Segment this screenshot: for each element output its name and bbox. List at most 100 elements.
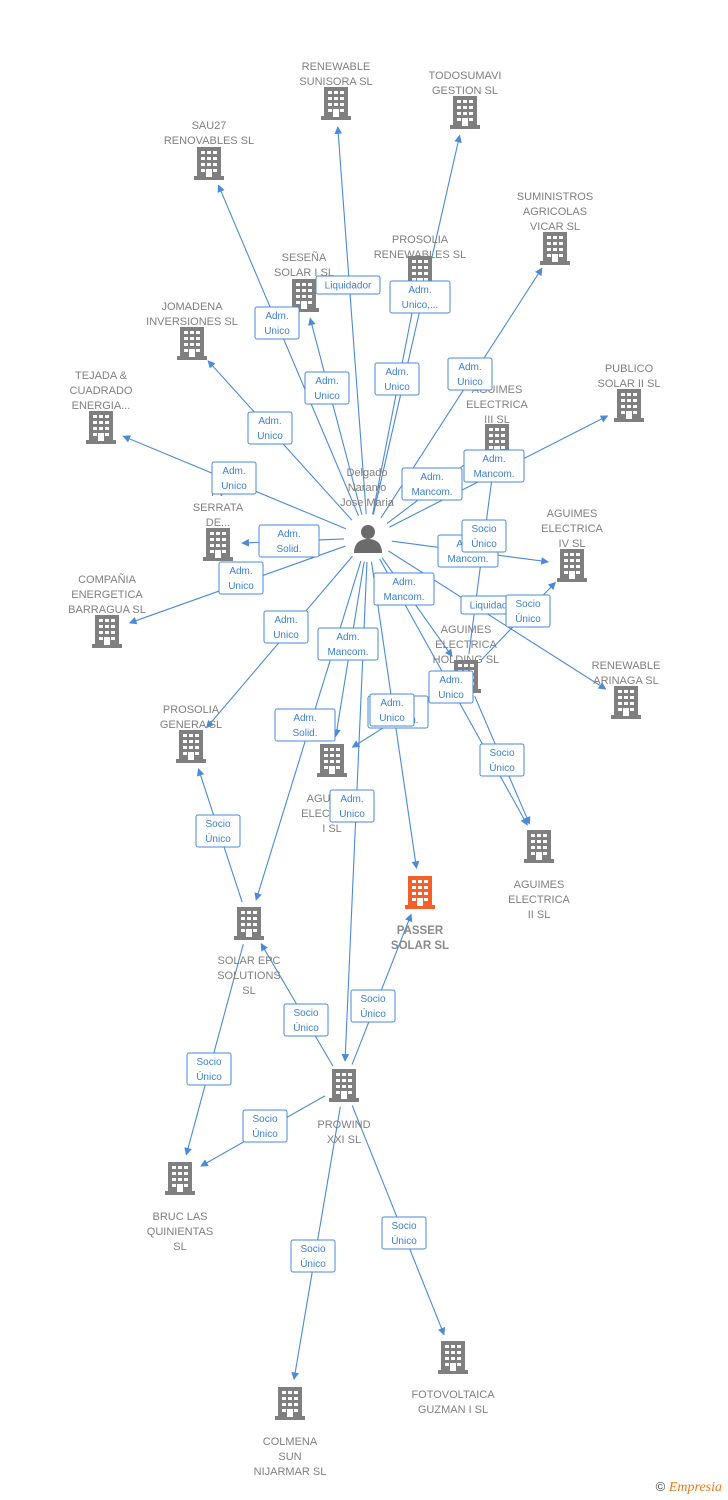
relation-label[interactable]: Adm.Unico	[211, 461, 257, 495]
relation-label-text: Único	[252, 1127, 278, 1140]
company-label: VICAR SL	[530, 221, 580, 233]
relation-label[interactable]: Adm.Unico	[374, 362, 420, 396]
relation-label-box	[329, 789, 375, 823]
company-label: GENERA SL	[160, 719, 222, 731]
relation-label[interactable]: Adm.Unico	[428, 670, 474, 704]
company-label: BRUC LAS	[152, 1211, 207, 1223]
relation-label-text: Único	[300, 1257, 326, 1270]
relation-label[interactable]: Adm.Mancom.	[463, 449, 525, 483]
building-icon	[329, 1069, 359, 1102]
relation-label[interactable]: Adm.Unico	[254, 306, 300, 340]
relation-label-box	[317, 627, 379, 661]
relation-label-text: Unico	[257, 431, 283, 442]
relation-label[interactable]: Adm.Mancom.	[401, 467, 463, 501]
relation-label-text: Adm.	[229, 566, 252, 577]
relation-label-text: Unico	[379, 713, 405, 724]
relation-label-text: Unico	[273, 630, 299, 641]
relation-label-text: Socio	[252, 1114, 277, 1125]
relation-label-box	[463, 449, 525, 483]
relation-label[interactable]: Adm.Solid.	[258, 524, 320, 558]
relation-label-box	[218, 561, 264, 595]
company-node-todosumavi[interactable]: TODOSUMAVI GESTION SL	[429, 70, 502, 129]
relation-label[interactable]: Adm.Unico	[263, 610, 309, 644]
relation-label[interactable]: Adm.Unico	[447, 357, 493, 391]
relation-label-text: Mancom.	[327, 647, 368, 658]
building-icon	[438, 1341, 468, 1374]
relation-label-text: Socio	[515, 599, 540, 610]
relation-label-box	[315, 275, 381, 295]
relation-label-box	[505, 594, 551, 628]
relation-label[interactable]: Adm.Unico,...	[389, 280, 451, 314]
company-label: QUINIENTAS	[147, 1226, 213, 1238]
relation-label[interactable]: Adm.Unico	[218, 561, 264, 595]
relation-label-text: Mancom.	[383, 592, 424, 603]
relation-label[interactable]: Adm. Mancom.	[373, 572, 435, 606]
relation-label-box	[381, 1216, 427, 1250]
relation-label-text: Único	[205, 832, 231, 845]
company-label: SOLAR II SL	[598, 378, 661, 390]
relation-label-text: Liquidador	[325, 281, 372, 292]
building-icon	[194, 147, 224, 180]
relation-label-text: Solid.	[276, 544, 301, 555]
relation-label-text: Socio	[293, 1008, 318, 1019]
company-node-fv-serrata[interactable]: FVSERRATADE...	[193, 487, 244, 561]
relation-label[interactable]: Adm.Unico	[247, 411, 293, 445]
relation-label-box	[461, 519, 507, 553]
company-label: PUBLICO	[605, 363, 654, 375]
empresia-logo[interactable]: Empresia	[668, 1480, 722, 1495]
relation-label-box	[369, 693, 415, 727]
company-label: II SL	[528, 909, 551, 921]
relation-label[interactable]: Adm.Unico	[329, 789, 375, 823]
person-name-line: Naranjo	[348, 482, 387, 494]
company-node-tejada[interactable]: TEJADA &CUADRADOENERGIA...	[70, 370, 133, 444]
company-label: GESTION SL	[432, 85, 498, 97]
building-icon	[92, 615, 122, 648]
relation-label[interactable]: Adm.Solid.	[274, 708, 336, 742]
relation-label-text: Unico	[314, 391, 340, 402]
company-node-publico[interactable]: PUBLICO SOLAR II SL	[598, 363, 661, 422]
relation-label[interactable]: Liquidador	[315, 275, 381, 295]
relation-label-box	[211, 461, 257, 495]
relation-label-box	[350, 989, 396, 1023]
relation-label[interactable]: Adm.Mancom.	[317, 627, 379, 661]
company-label: ARINAGA SL	[593, 675, 658, 687]
relation-label-text: Adm.	[458, 362, 481, 373]
company-label: COMPAÑIA	[78, 573, 137, 586]
relation-label-text: Unico	[339, 809, 365, 820]
building-icon	[317, 744, 347, 777]
relation-label-text: Liquidador	[470, 601, 517, 612]
relation-label[interactable]: Adm.Unico	[304, 371, 350, 405]
relation-label[interactable]: Adm.Unico	[369, 693, 415, 727]
relation-label-text: Adm.	[392, 577, 415, 588]
company-label: TODOSUMAVI	[429, 70, 502, 82]
